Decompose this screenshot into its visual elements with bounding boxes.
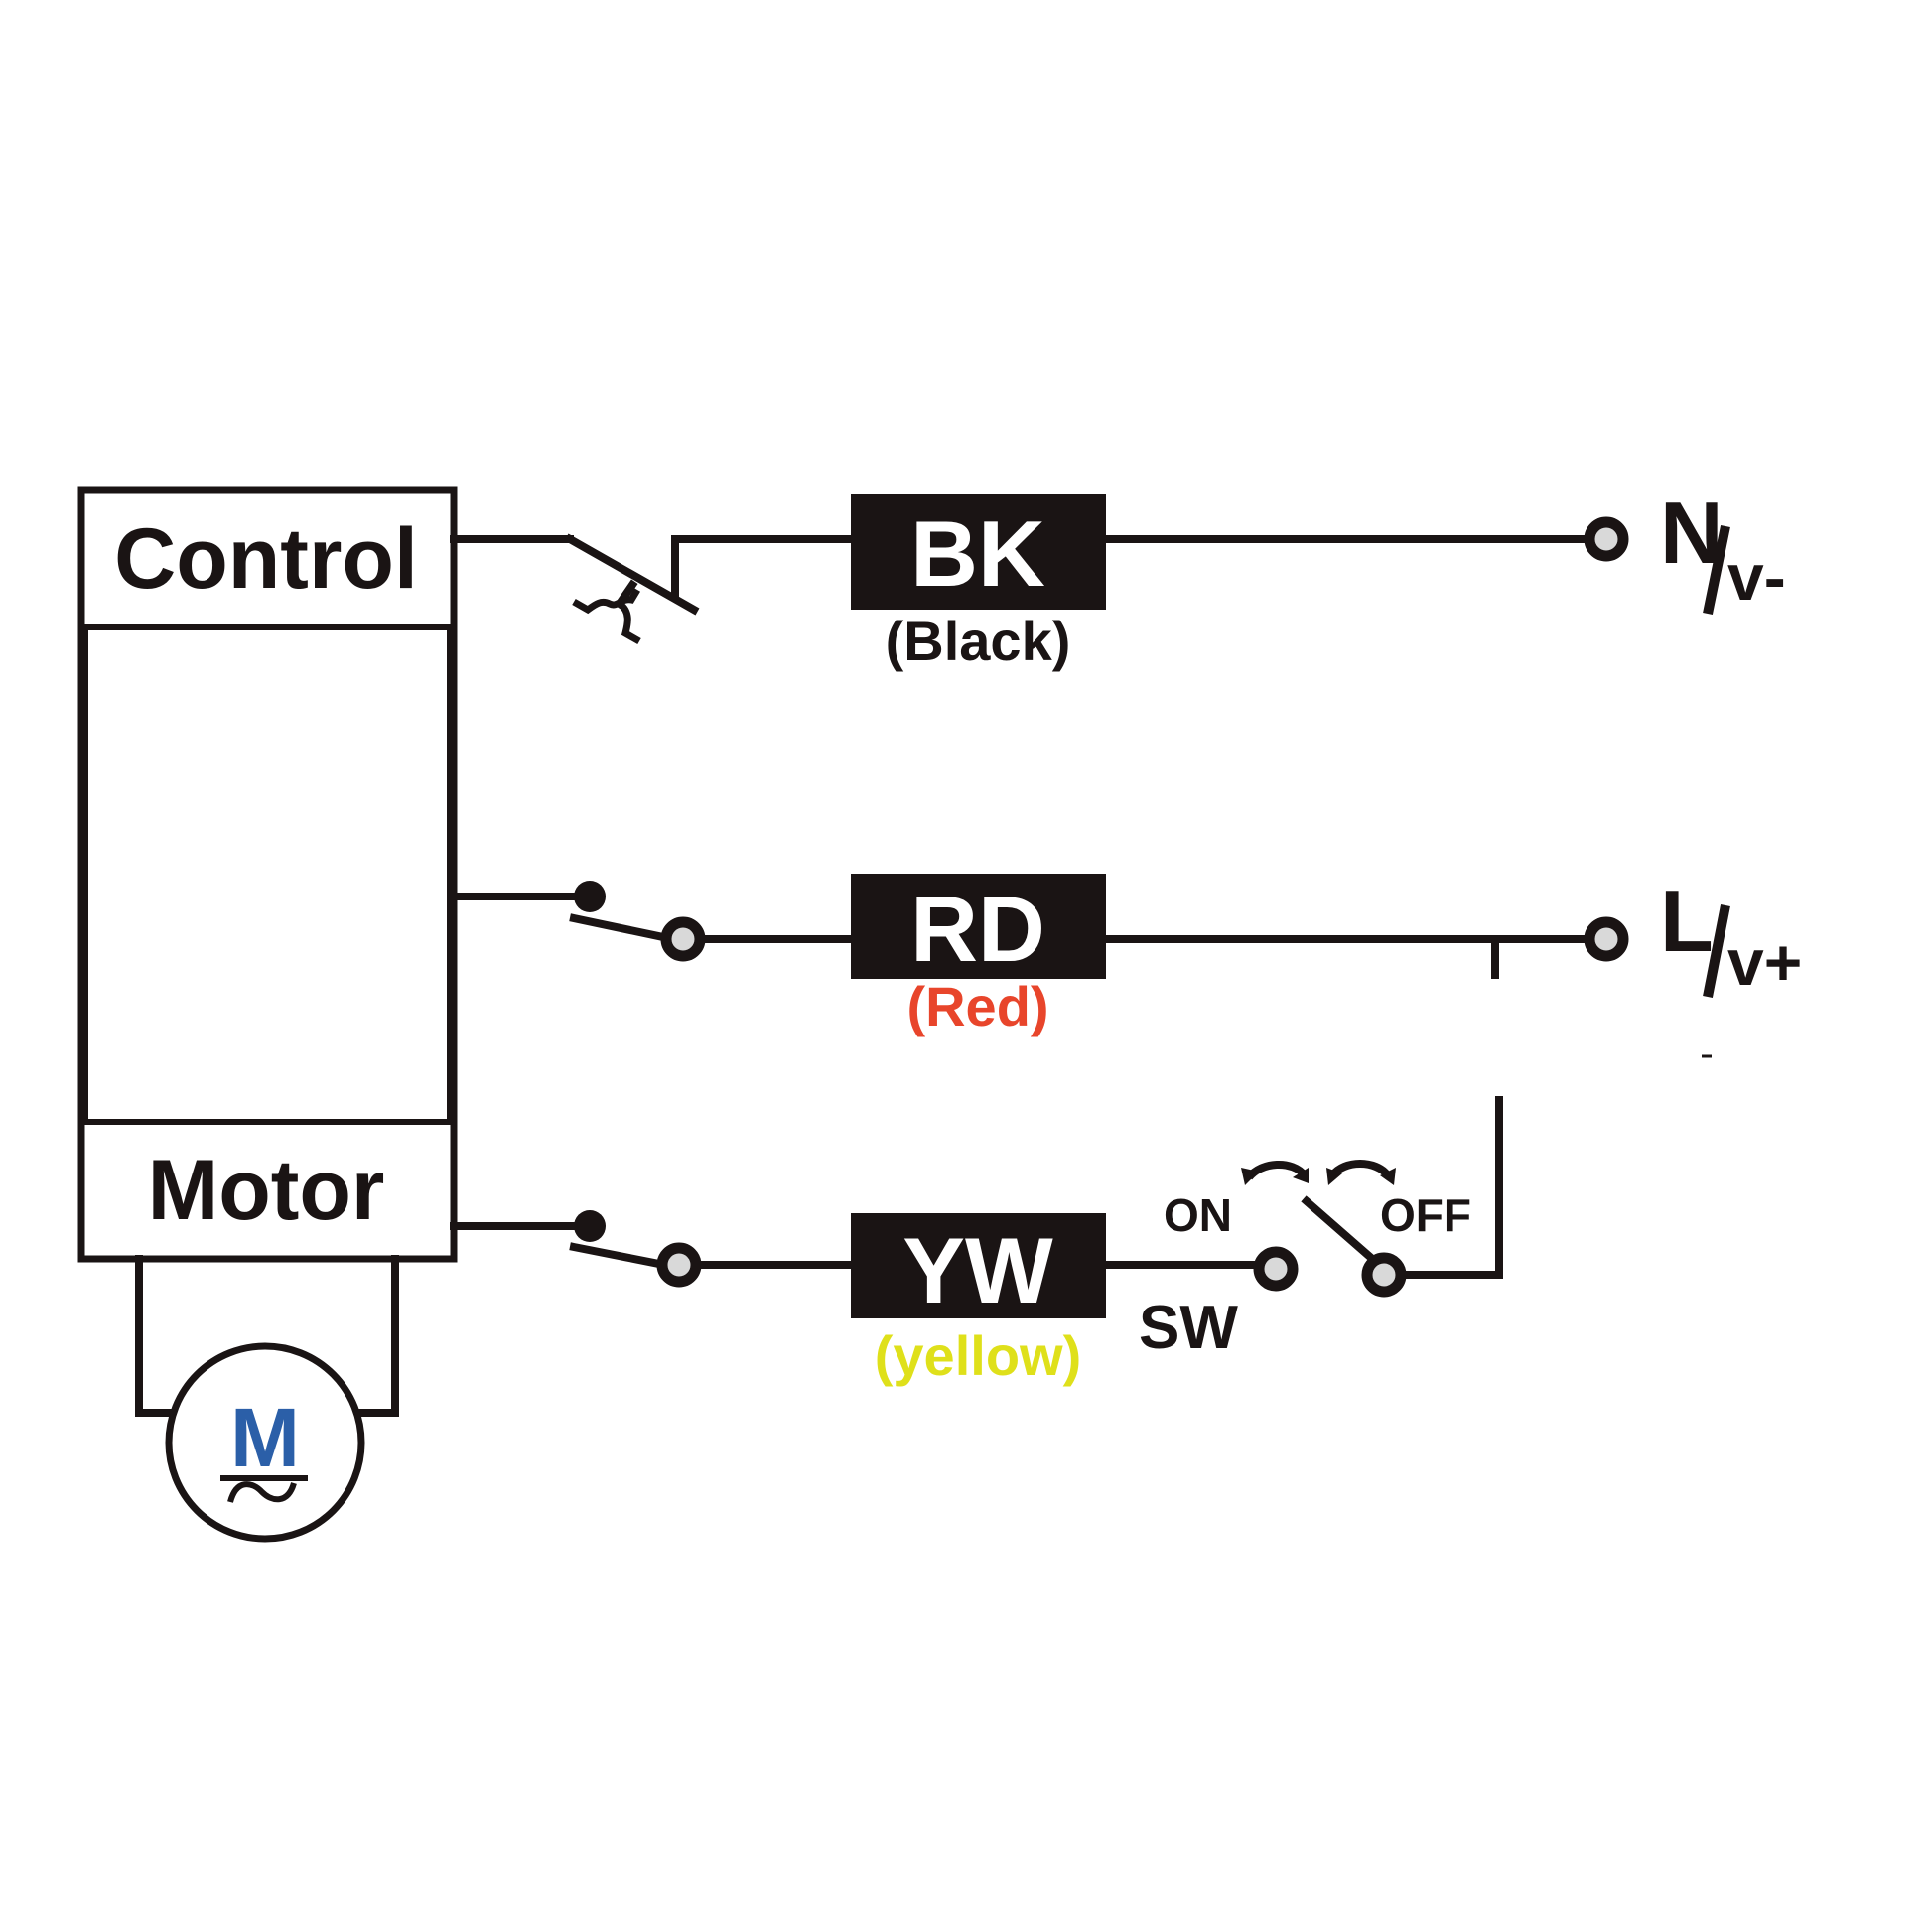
motor-label: Motor [148, 1143, 385, 1238]
rd-wire-code: RD [910, 877, 1045, 981]
sw-off-terminal [1361, 1252, 1407, 1298]
motor-letter: M [230, 1391, 300, 1484]
motor-symbol: M [135, 1255, 399, 1543]
line-terminal-sublabel: v+ [1727, 925, 1802, 999]
yw-wire-box [851, 1213, 1106, 1318]
bk-wire-code: BK [910, 501, 1045, 606]
yw-wire-code: YW [902, 1218, 1053, 1322]
rd-wire-box [851, 874, 1106, 979]
controller-module: Control Motor [77, 486, 458, 1263]
bk-wire-row: BK (Black) N v- [450, 483, 1786, 672]
line-terminal [1584, 916, 1629, 962]
bk-wire-box [851, 494, 1106, 610]
control-label: Control [114, 511, 418, 607]
line-terminal-label: L [1660, 872, 1714, 970]
sw-on-terminal [1253, 1246, 1299, 1292]
sw-off-label: OFF [1380, 1189, 1471, 1241]
rd-wire-color-name: (Red) [906, 975, 1048, 1037]
rd-wire-row: RD (Red) L v+ [450, 872, 1802, 1058]
sw-on-label: ON [1164, 1189, 1232, 1241]
yw-wire-color-name: (yellow) [875, 1324, 1081, 1387]
neutral-terminal-sublabel: v- [1727, 540, 1786, 614]
rd-switch-terminal [660, 916, 706, 962]
sw-label: SW [1139, 1294, 1238, 1362]
neutral-terminal [1584, 516, 1629, 562]
bk-wire-color-name: (Black) [886, 610, 1071, 672]
yw-wire-row: YW (yellow) SW ON OFF [450, 1096, 1503, 1387]
yw-switch-terminal [656, 1242, 702, 1288]
